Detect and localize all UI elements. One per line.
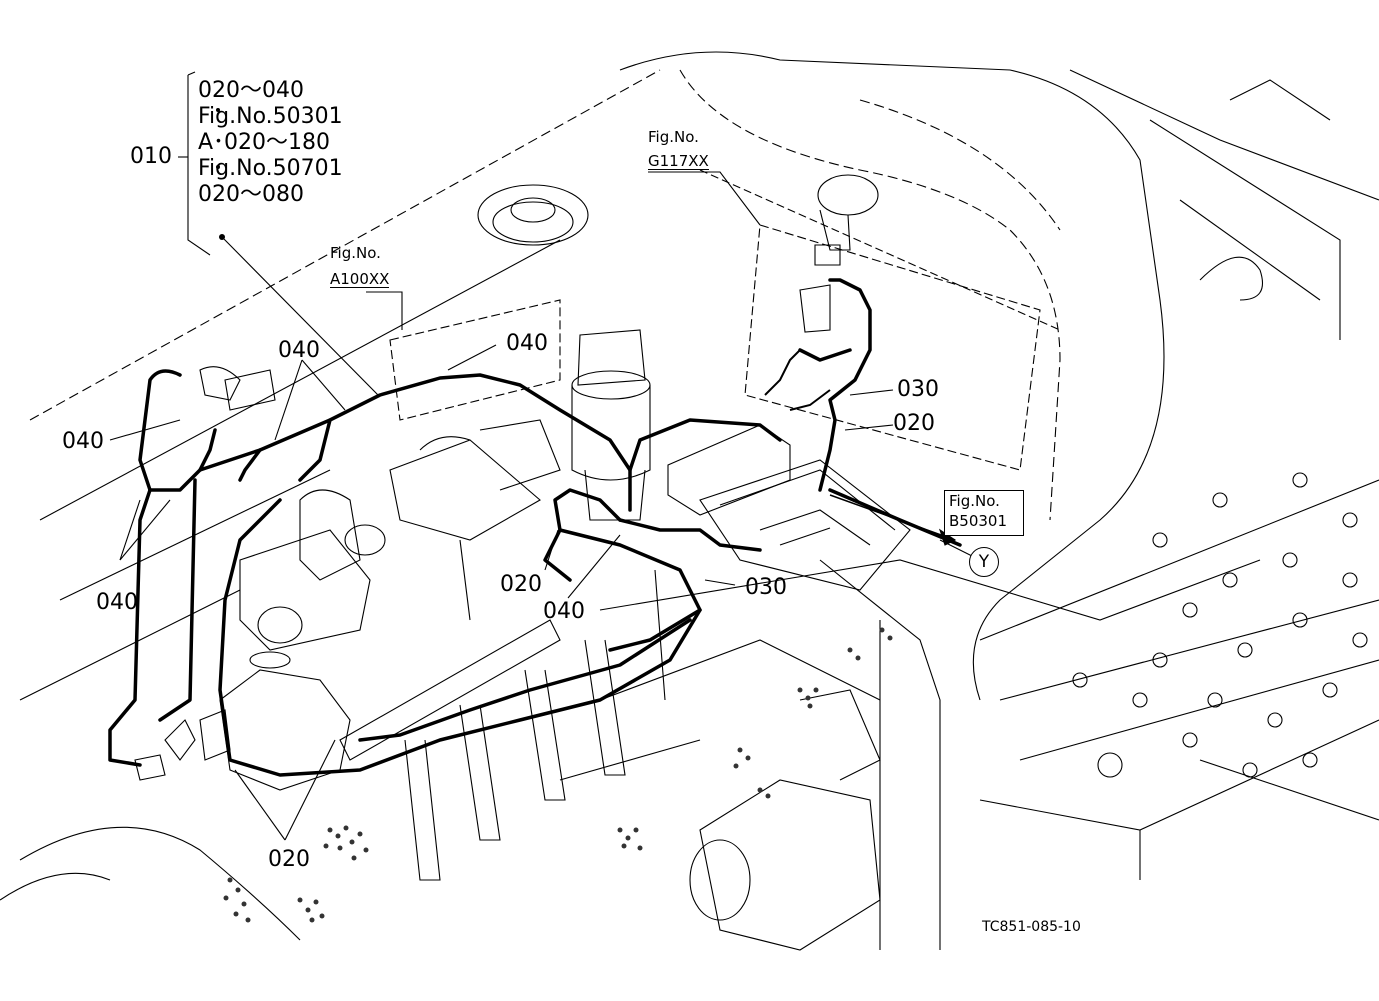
group-ref-line-1: 020～040 [198,78,304,103]
callout-040-top-right: 040 [506,331,548,356]
callout-020-upper: 020 [893,411,935,436]
fig-ref-b50301-label: Fig.No. [949,492,1000,510]
callout-040-top: 040 [278,338,320,363]
callout-040-lower-left: 040 [96,590,138,615]
callout-030-upper: 030 [897,377,939,402]
group-ref-line-2: Fig.No.50301 [198,104,343,129]
drawing-code: TC851-085-10 [982,919,1081,935]
fig-ref-b50301-box: Fig.No. B50301 [944,490,1024,536]
callout-040-mid: 040 [543,599,585,624]
fig-ref-b50301-code: B50301 [949,512,1008,530]
fig-ref-a100-label: Fig.No. [330,244,381,262]
fig-ref-g117-label: Fig.No. [648,128,699,146]
callout-020-mid: 020 [500,572,542,597]
group-ref-line-5: 020～080 [198,182,304,207]
connector-marker-circle: Y [969,547,999,577]
callout-040-left: 040 [62,429,104,454]
callout-030-mid: 030 [745,575,787,600]
callout-020-bottom: 020 [268,847,310,872]
fig-ref-g117-code: G117XX [648,152,709,170]
group-ref-line-3: A･020～180 [198,130,331,155]
group-number: 010 [130,144,172,169]
fig-ref-a100-code: A100XX [330,270,390,288]
group-reference-list: 020～040 Fig.No.50301 A･020～180 Fig.No.50… [198,78,368,208]
group-ref-line-4: Fig.No.50701 [198,156,343,181]
